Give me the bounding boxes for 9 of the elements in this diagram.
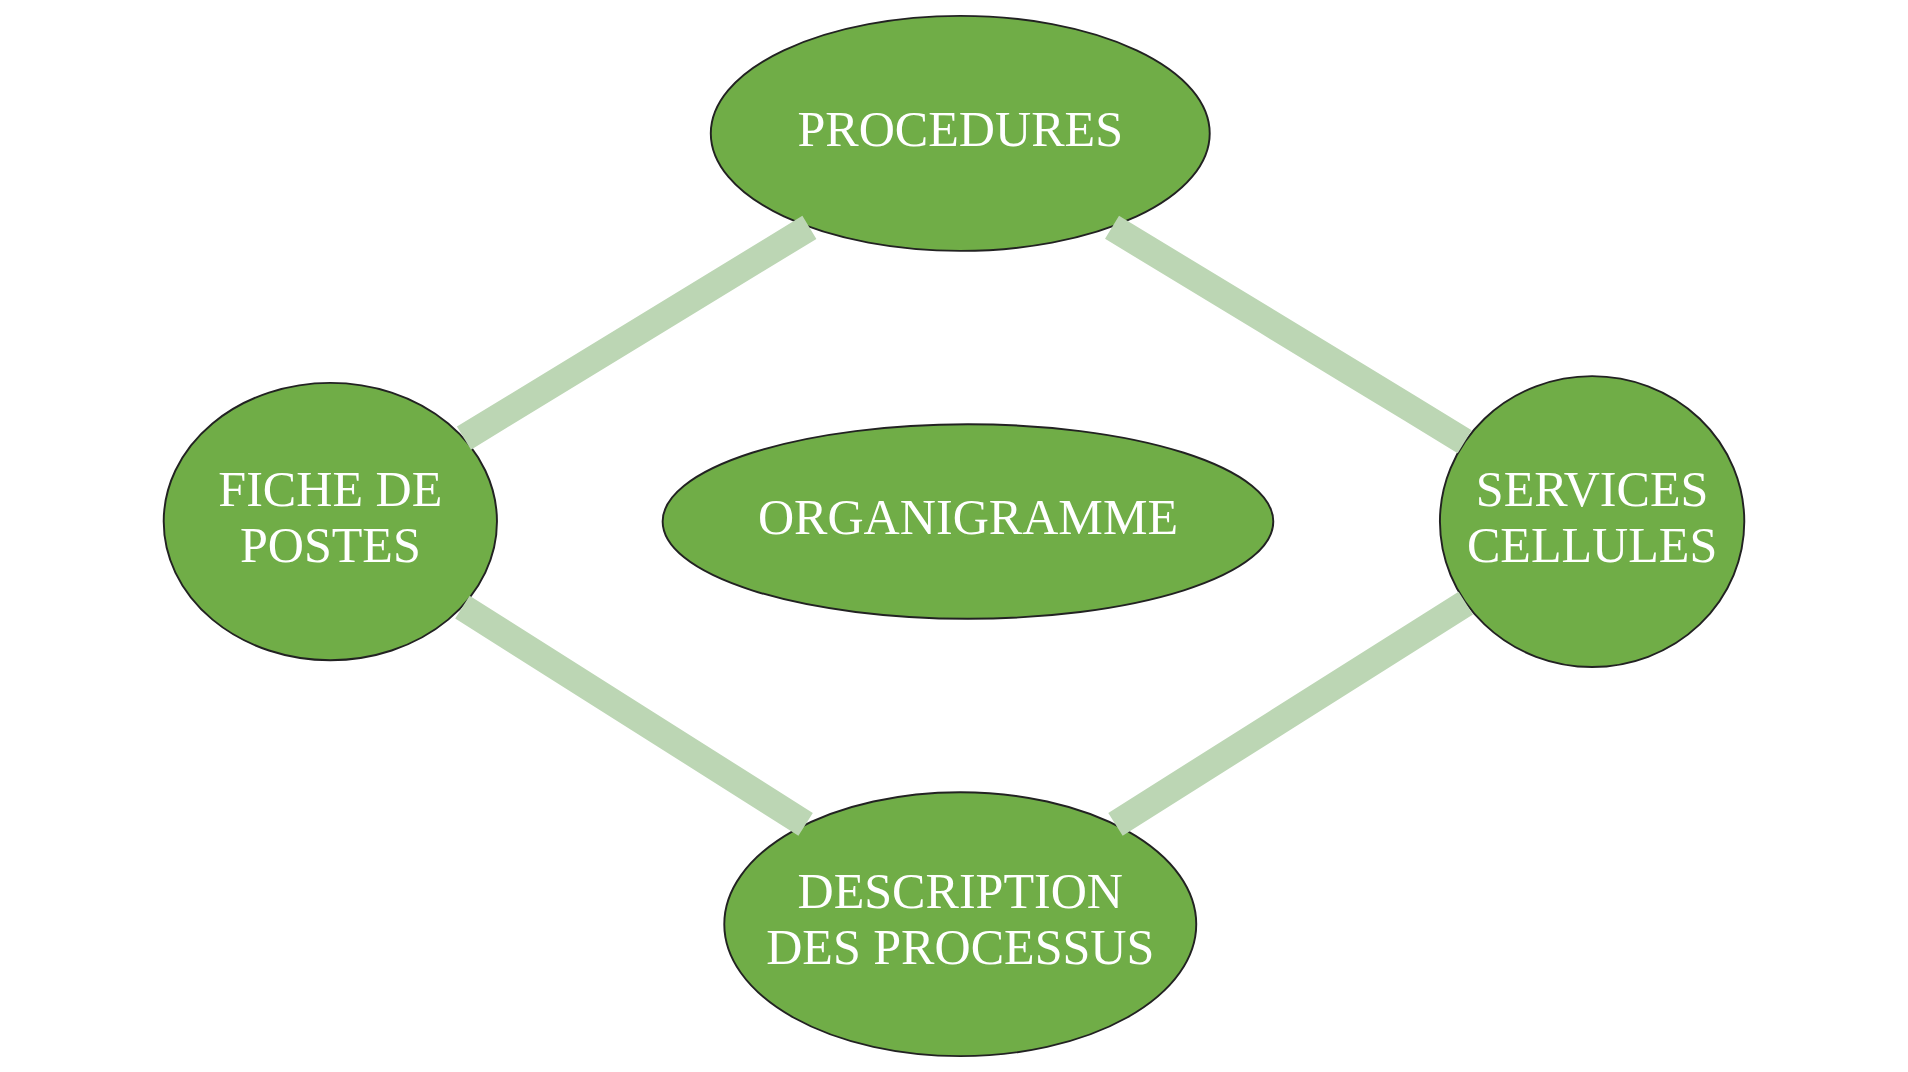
- connector: [1105, 215, 1472, 454]
- node-ellipse: ORGANIGRAMME: [661, 423, 1275, 620]
- connector: [1108, 591, 1473, 836]
- node-ellipse: PROCEDURES: [709, 14, 1211, 252]
- connector: [456, 215, 817, 450]
- node-ellipse: FICHE DE POSTES: [162, 381, 498, 662]
- connector: [455, 595, 813, 836]
- node-ellipse: DESCRIPTION DES PROCESSUS: [723, 791, 1198, 1058]
- node-circle: SERVICES CELLULES: [1438, 375, 1746, 668]
